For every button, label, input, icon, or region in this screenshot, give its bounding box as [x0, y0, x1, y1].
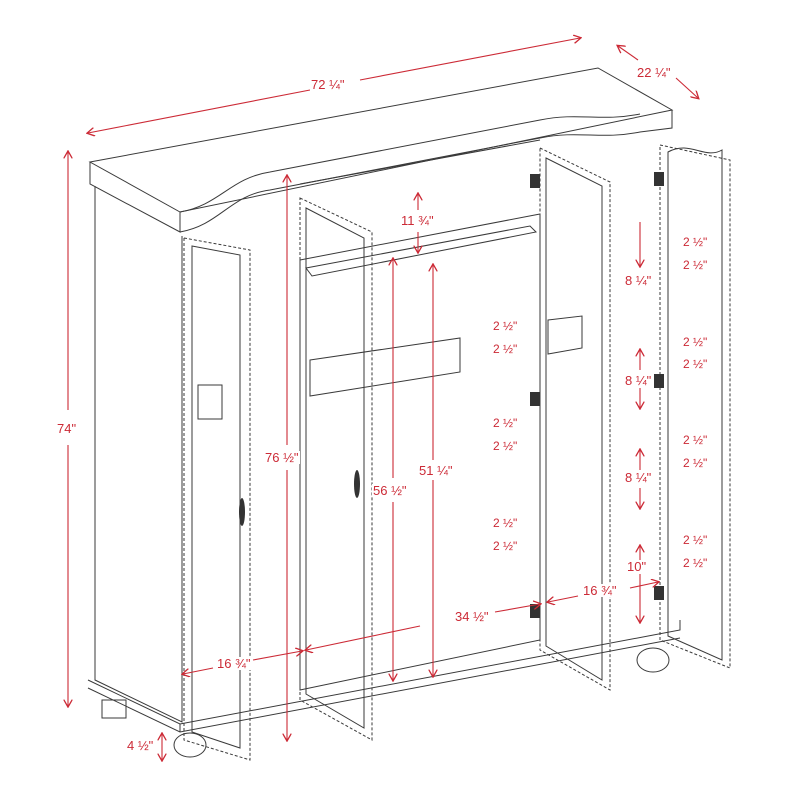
hole-spacing-right-2: 2 ½" [682, 258, 709, 272]
hole-spacing-center-6: 2 ½" [492, 539, 519, 553]
hole-spacing-center-1: 2 ½" [492, 319, 519, 333]
bottom-shelf-spacing-label: 10" [626, 559, 648, 574]
hanging-height-front-label: 56 ½" [372, 483, 408, 498]
hole-spacing-center-3: 2 ½" [492, 416, 519, 430]
overall-height-label: 74" [56, 421, 78, 436]
overall-depth-label: 22 ¼" [636, 65, 672, 80]
center-interior-width-label: 34 ½" [454, 609, 490, 624]
hole-spacing-right-7: 2 ½" [682, 533, 709, 547]
hole-spacing-right-3: 2 ½" [682, 335, 709, 349]
shelf-spacing-3-label: 8 ¼" [624, 470, 653, 485]
top-clearance-label: 11 ¾" [400, 213, 435, 228]
foot-height-label: 4 ½" [126, 738, 155, 753]
hole-spacing-center-4: 2 ½" [492, 439, 519, 453]
hole-spacing-right-5: 2 ½" [682, 433, 709, 447]
height-with-crown-label: 76 ½" [264, 450, 300, 465]
hole-spacing-right-6: 2 ½" [682, 456, 709, 470]
shelf-spacing-1-label: 8 ¼" [624, 273, 653, 288]
left-interior-width-label: 16 ¾" [216, 656, 252, 671]
hanging-height-rear-label: 51 ¼" [418, 463, 454, 478]
hole-spacing-center-5: 2 ½" [492, 516, 519, 530]
hole-spacing-right-1: 2 ½" [682, 235, 709, 249]
right-interior-width-label: 16 ¾" [582, 583, 618, 598]
shelf-spacing-2-label: 8 ¼" [624, 373, 653, 388]
hole-spacing-right-4: 2 ½" [682, 357, 709, 371]
overall-width-label: 72 ¼" [310, 77, 346, 92]
hole-spacing-right-8: 2 ½" [682, 556, 709, 570]
hole-spacing-center-2: 2 ½" [492, 342, 519, 356]
